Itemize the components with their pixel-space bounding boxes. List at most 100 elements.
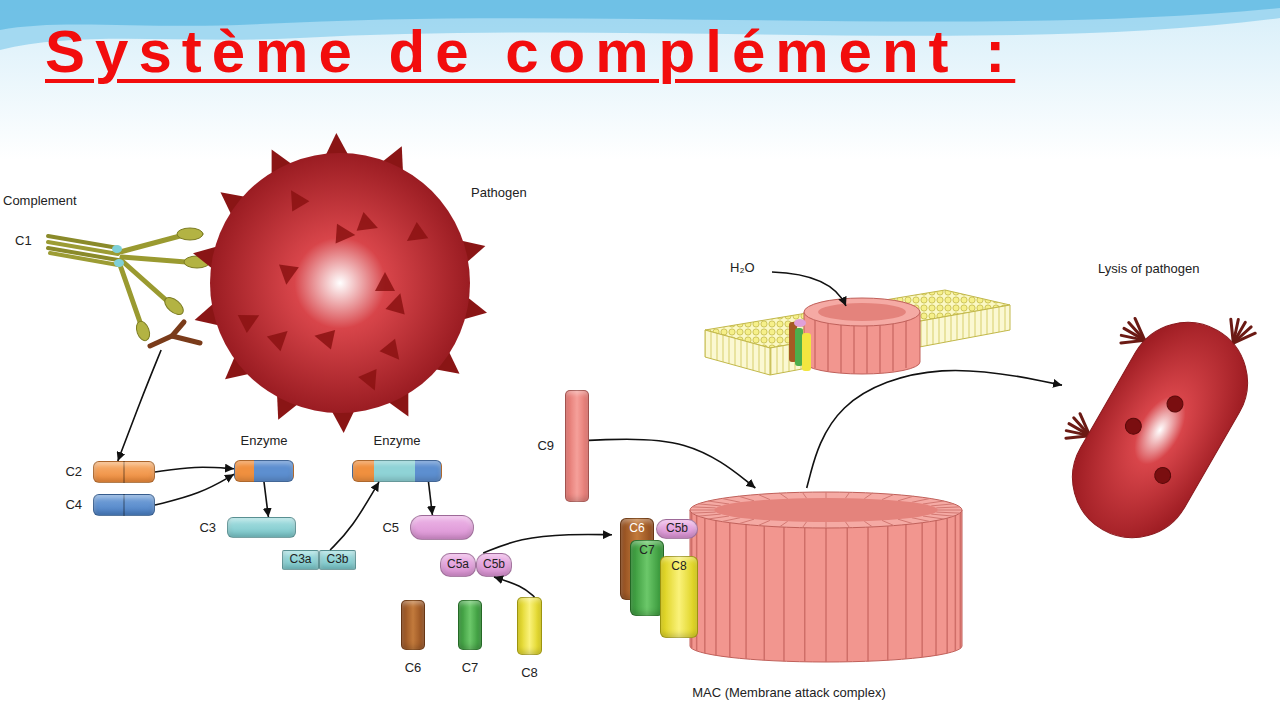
complement-protein: C6 <box>401 600 425 650</box>
mac-rim-stripe <box>692 507 716 508</box>
mac-rim-stripe <box>692 512 716 513</box>
mac-stripe <box>745 525 747 659</box>
mac-stripe <box>704 518 706 653</box>
mac-rim-stripe <box>739 496 754 501</box>
lysis-tuft <box>1233 326 1255 350</box>
heading-label: Complement <box>3 194 77 209</box>
c1-arm <box>119 262 140 322</box>
pathogen-antigen <box>375 272 395 291</box>
lysed-cell-body <box>1051 300 1270 559</box>
mac-rim-stripe <box>912 498 930 502</box>
mac-stripe <box>847 528 849 662</box>
antibody-arm <box>150 336 200 346</box>
lysed-pathogen: Lysis of pathogen <box>1062 300 1278 558</box>
pathogen-antigen <box>238 306 264 332</box>
reaction-arrow <box>264 482 268 517</box>
pathogen-antigen <box>385 291 409 315</box>
pore-stripe <box>905 320 907 368</box>
cleavage-fragment: C5b <box>656 519 698 539</box>
c1-stalk <box>50 253 118 265</box>
pore-stripe <box>853 326 855 374</box>
node-label: Enzyme <box>241 434 288 449</box>
mac-rim-stripe <box>864 493 872 499</box>
mac-rim-stripe <box>779 493 787 499</box>
cleavage-fragment: C5a <box>440 553 476 577</box>
pathogen-antigen <box>380 339 408 366</box>
mac-rim-stripe <box>758 494 770 499</box>
pathogen-antigen <box>401 222 428 249</box>
c1-head <box>177 228 203 240</box>
mac-rim <box>690 492 962 528</box>
reaction-arrow <box>483 534 612 553</box>
complement-protein: C4 <box>93 494 155 516</box>
reaction-arrow <box>118 350 161 461</box>
mac-rim-stripe <box>779 521 787 527</box>
pathogen-antigen <box>358 369 384 394</box>
mac-stripe <box>960 513 962 649</box>
complement-protein: C8 <box>660 556 698 638</box>
node-label: Pathogen <box>471 186 527 201</box>
mac-rim-stripe <box>898 519 913 524</box>
node-label: C3a <box>289 553 311 567</box>
node-label: C8 <box>521 666 538 681</box>
water-arrow <box>772 272 846 306</box>
reaction-arrow <box>330 482 379 550</box>
pathogen-antigen <box>312 326 335 350</box>
antibody <box>150 322 200 346</box>
complement-protein: C7 <box>630 540 664 616</box>
pathogen-cell: Pathogen <box>205 148 475 418</box>
slide-title: Système de complément : <box>45 16 1015 88</box>
c1-complex: ComplementC1 <box>0 190 212 350</box>
mac-rim-stripe <box>923 516 944 519</box>
lysed-cell-drawing <box>1062 300 1278 558</box>
mac-rim-stripe <box>708 516 729 519</box>
c1-molecule <box>48 228 210 342</box>
node-label: C7 <box>462 661 479 676</box>
c1-joint <box>114 259 124 267</box>
node-label: C5b <box>666 522 688 536</box>
node-label: C6 <box>405 661 422 676</box>
pathogen-antigen <box>282 185 309 212</box>
mac-rim-stripe <box>845 522 849 528</box>
mac-stripe <box>921 523 923 658</box>
mac-rim-stripe <box>931 514 954 516</box>
mac-rim-stripe <box>898 496 913 501</box>
c1-head <box>162 294 187 317</box>
complement-protein: C5 <box>410 515 474 540</box>
membrane-hole <box>1152 464 1174 486</box>
mac-stripe <box>955 516 957 651</box>
mac-rim-stripe <box>802 522 806 528</box>
c1-arm <box>120 236 180 252</box>
node-label: C3b <box>326 553 348 567</box>
mac-rim-stripe <box>758 520 770 525</box>
mac-rim-stripe <box>698 504 721 506</box>
node-label: C1 <box>15 234 32 249</box>
pore-c8 <box>802 333 811 371</box>
mac-stripe <box>905 525 907 659</box>
membrane <box>705 290 1010 375</box>
complement-protein: C2 <box>93 461 155 483</box>
pore-stripe <box>866 326 868 374</box>
mac-stripe <box>804 528 806 662</box>
node-label: C6 <box>629 522 644 536</box>
mac-rim-stripe <box>882 494 894 499</box>
mac-rim-stripe <box>938 510 962 511</box>
mac-stripe <box>887 526 889 660</box>
enzyme-complex: Enzyme <box>352 460 442 482</box>
c1-head <box>134 320 152 343</box>
pathogen-antigen <box>267 324 295 352</box>
mac-stripe <box>867 527 869 661</box>
mac-stripe <box>764 526 766 660</box>
pore-stripe <box>892 323 894 371</box>
pathogen-body <box>210 153 470 413</box>
mac-rim-stripe <box>936 507 960 508</box>
cleavage-fragment: C5b <box>476 553 512 577</box>
c1-arm <box>122 257 186 262</box>
c1-joint <box>112 245 122 253</box>
mac-rim-stripe <box>931 504 954 506</box>
membrane-pore <box>789 298 920 374</box>
mac-rim-stripe <box>864 521 872 527</box>
complement-protein: C7 <box>458 600 482 650</box>
node-label: C4 <box>65 498 82 513</box>
mac-rim-stripe <box>923 501 944 504</box>
